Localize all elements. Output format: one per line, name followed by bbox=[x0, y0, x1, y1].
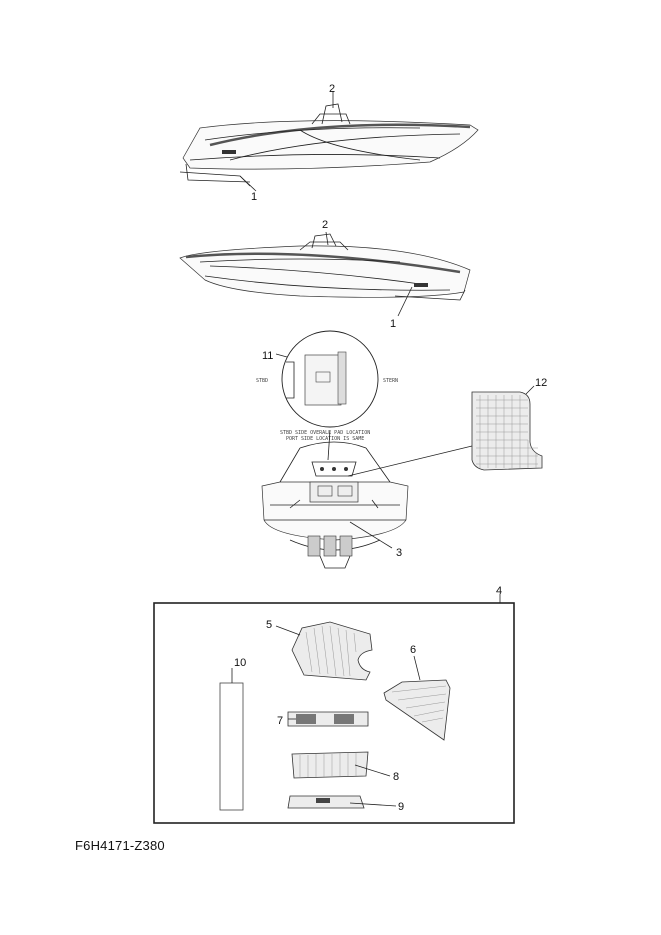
boat-side-view-top bbox=[179, 91, 479, 192]
overall-deck-pad bbox=[471, 385, 543, 471]
decal-1-mark-bottom bbox=[414, 283, 428, 287]
callout-10: 10 bbox=[234, 657, 246, 669]
callout-7: 7 bbox=[277, 715, 283, 727]
callout-11: 11 bbox=[262, 350, 273, 362]
boat-side-view-bottom bbox=[179, 231, 471, 317]
detail-tag-left: STBD bbox=[256, 378, 268, 384]
callout-2-top: 2 bbox=[329, 83, 335, 95]
pad-7 bbox=[287, 711, 369, 727]
detail-note-line-1: STBD SIDE OVERALL PAD LOCATION bbox=[280, 430, 370, 436]
pad-9 bbox=[287, 795, 397, 809]
callout-6: 6 bbox=[410, 644, 416, 656]
callout-4: 4 bbox=[496, 585, 502, 597]
pad-strip-10 bbox=[219, 682, 244, 811]
detail-tag-right: STERN bbox=[383, 378, 398, 384]
stern-view bbox=[261, 429, 473, 569]
decal-1-mark-top bbox=[222, 150, 236, 154]
callout-5: 5 bbox=[266, 619, 272, 631]
detail-circle bbox=[275, 330, 379, 428]
callout-1-top: 1 bbox=[251, 191, 257, 203]
pad-6 bbox=[383, 655, 451, 741]
callout-1-bottom: 1 bbox=[390, 318, 396, 330]
detail-note-line-2: PORT SIDE LOCATION IS SAME bbox=[286, 436, 364, 442]
callout-2-bottom: 2 bbox=[322, 219, 328, 231]
callout-12: 12 bbox=[535, 377, 547, 389]
pad-8 bbox=[291, 751, 391, 779]
callout-3: 3 bbox=[396, 547, 402, 559]
figure-code: F6H4171-Z380 bbox=[75, 838, 165, 853]
kit-box bbox=[153, 594, 515, 824]
callout-9: 9 bbox=[398, 801, 404, 813]
pad-5 bbox=[275, 621, 373, 681]
callout-8: 8 bbox=[393, 771, 399, 783]
